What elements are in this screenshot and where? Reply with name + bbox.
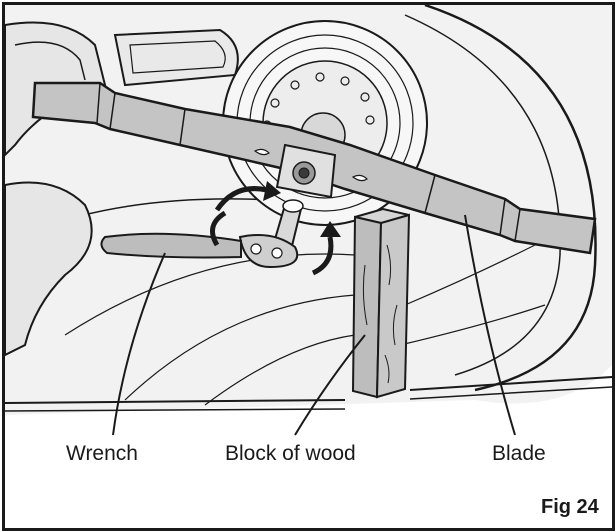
deck-floor-curve-4 bbox=[204, 334, 356, 406]
deck-floor-curve-5 bbox=[404, 244, 536, 306]
wrench-head-hole-2 bbox=[271, 247, 283, 259]
top-bracket-inner bbox=[129, 40, 226, 74]
spindle-bolt-hole-3 bbox=[315, 72, 325, 82]
spindle-bolt-hole-1 bbox=[270, 98, 280, 108]
wrench-socket-top bbox=[282, 199, 304, 213]
blade-bevel-right bbox=[424, 174, 521, 242]
wrench-handle bbox=[100, 232, 242, 259]
spindle-bolt-hole-5 bbox=[360, 92, 370, 102]
top-bracket bbox=[113, 28, 239, 87]
spindle-bolt-hole-4 bbox=[340, 76, 350, 86]
callout-wrench: Wrench bbox=[66, 442, 138, 465]
callout-block-of-wood: Block of wood bbox=[225, 442, 356, 465]
rotation-arrow-bottom bbox=[311, 236, 334, 276]
deck-lower-edge-2 bbox=[5, 386, 612, 412]
deck-floor-curve-6 bbox=[399, 304, 546, 346]
spindle-bolt-hole-6 bbox=[365, 115, 375, 125]
leader-line-block-of-wood bbox=[294, 334, 366, 436]
rotation-arrow-left bbox=[210, 210, 227, 247]
deck-lower-edge bbox=[5, 376, 612, 404]
blade-bolt-inner bbox=[298, 167, 310, 179]
left-baffle-inner bbox=[14, 41, 86, 81]
blade-slot-left bbox=[253, 148, 270, 156]
block-of-wood-side bbox=[375, 213, 411, 399]
callout-blade: Blade bbox=[492, 442, 546, 465]
deck-floor-curve-3 bbox=[124, 294, 356, 401]
deck-floor-curve-2 bbox=[64, 253, 356, 336]
left-lower-shell bbox=[5, 181, 93, 357]
figure-label: Fig 24 bbox=[541, 496, 599, 518]
blade-slot-right bbox=[351, 174, 368, 182]
block-of-wood-grain bbox=[362, 244, 398, 384]
spindle-bolt-hole-2 bbox=[290, 80, 300, 90]
wrench-head bbox=[238, 234, 299, 269]
blade-bevel-left bbox=[96, 82, 186, 146]
leader-line-blade bbox=[464, 214, 516, 436]
leader-line-wrench bbox=[112, 252, 166, 436]
rotation-arrow-bottom-head bbox=[320, 221, 341, 237]
deck-rim-outer bbox=[424, 5, 597, 392]
rotation-arrow-top-head bbox=[263, 181, 281, 201]
wrench-head-hole-1 bbox=[250, 243, 262, 255]
rotation-arrow-top bbox=[214, 186, 268, 212]
mower-deck-illustration bbox=[5, 5, 612, 436]
